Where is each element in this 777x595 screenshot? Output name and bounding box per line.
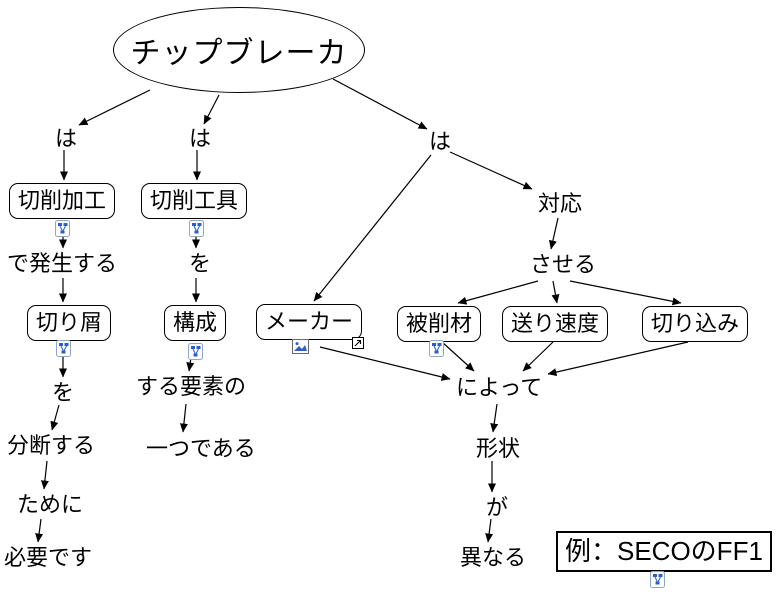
edge-bundan-suru-to-tame-ni xyxy=(40,460,49,490)
edge-chip-breaker-to-wa-2 xyxy=(203,94,220,125)
edge-chip-breaker-to-wa-1 xyxy=(78,89,151,126)
edge-maker-to-ni-yotte xyxy=(319,346,451,381)
concept-example-seco-ff1[interactable]: 例：SECOのFF1 xyxy=(556,531,772,573)
resource-icon[interactable] xyxy=(189,220,204,237)
link-label-kotonaru[interactable]: 異なる xyxy=(460,545,527,570)
link-label-wa-2[interactable]: は xyxy=(189,126,212,151)
link-label-hitotsu-de-aru[interactable]: 一つである xyxy=(146,436,256,461)
edge-chip-breaker-to-wa-3 xyxy=(332,78,428,130)
concept-kousei[interactable]: 構成 xyxy=(164,305,227,341)
link-label-wa-3[interactable]: は xyxy=(429,129,452,154)
link-label-ga[interactable]: が xyxy=(486,495,509,520)
edge-saseru-to-hisakuzai xyxy=(457,280,539,305)
link-label-ni-yotte[interactable]: によって xyxy=(456,375,543,400)
edge-saseru-to-kirikomi xyxy=(569,280,682,306)
edge-suru-youso-no-to-hitotsu-de-aru xyxy=(179,403,188,433)
link-label-de-hassei-suru[interactable]: で発生する xyxy=(7,251,118,276)
external-link-icon[interactable] xyxy=(352,337,364,349)
concept-sessaku-kakou[interactable]: 切削加工 xyxy=(9,183,116,219)
edge-wa-3-to-taiou xyxy=(449,151,533,190)
concept-hisakuzai[interactable]: 被削材 xyxy=(397,306,482,342)
edge-hisakuzai-to-ni-yotte xyxy=(441,341,475,372)
concept-chip-breaker[interactable]: チップブレーカ xyxy=(113,7,365,93)
concept-maker[interactable]: メーカー xyxy=(256,304,363,340)
edge-tame-ni-to-hitsuyou-desu xyxy=(35,518,44,543)
concept-chip-breaker-label: チップブレーカ xyxy=(130,37,348,70)
edge-okuri-sokudo-to-ni-yotte xyxy=(522,341,554,372)
image-resource-icon[interactable] xyxy=(292,339,309,354)
link-label-bundan-suru[interactable]: 分断する xyxy=(7,433,96,458)
resource-icon[interactable] xyxy=(429,340,444,357)
link-label-tame-ni[interactable]: ために xyxy=(17,492,84,517)
link-label-wa-1[interactable]: は xyxy=(55,126,78,151)
concept-sessaku-kougu[interactable]: 切削工具 xyxy=(141,183,248,219)
link-label-keijou[interactable]: 形状 xyxy=(476,436,521,461)
link-label-taiou[interactable]: 対応 xyxy=(538,191,583,216)
resource-icon[interactable] xyxy=(188,343,203,360)
link-label-hitsuyou-desu[interactable]: 必要です xyxy=(4,545,93,570)
link-label-saseru[interactable]: させる xyxy=(530,252,597,277)
edge-wo-1-to-bundan-suru xyxy=(50,404,60,431)
link-label-suru-youso-no[interactable]: する要素の xyxy=(136,374,247,399)
link-label-wo-1[interactable]: を xyxy=(52,380,75,405)
concept-okuri-sokudo[interactable]: 送り速度 xyxy=(502,306,609,342)
edge-saseru-to-okuri-sokudo xyxy=(551,280,560,304)
edge-wa-3-to-maker xyxy=(313,154,432,302)
concept-kirikomi[interactable]: 切り込み xyxy=(642,306,749,342)
resource-icon[interactable] xyxy=(55,220,70,237)
resource-icon[interactable] xyxy=(650,571,665,588)
edge-kirikomi-to-ni-yotte xyxy=(547,341,689,377)
edge-ni-yotte-to-keijou xyxy=(490,403,499,433)
resource-icon[interactable] xyxy=(56,340,71,357)
edge-ga-to-kotonaru xyxy=(485,518,494,543)
edge-taiou-to-saseru xyxy=(548,217,559,250)
concept-kirikuzu[interactable]: 切り屑 xyxy=(27,305,112,341)
link-label-wo-2[interactable]: を xyxy=(189,251,212,276)
